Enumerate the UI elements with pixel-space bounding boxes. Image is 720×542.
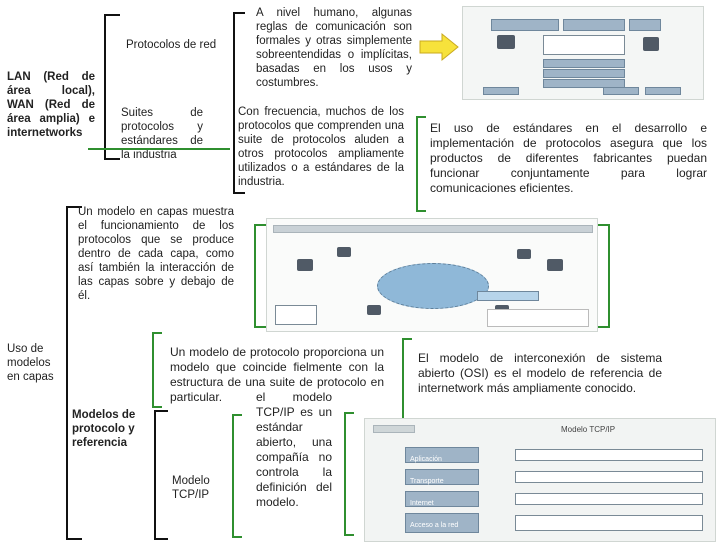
bracket-estandares <box>416 116 426 212</box>
layer-internet: Internet <box>405 491 479 507</box>
protocolos-red-label: Protocolos de red <box>126 39 217 51</box>
layer-transporte: Transporte <box>405 469 479 485</box>
bracket-niveles <box>233 12 245 194</box>
suites-label: Suites de protocolos y estándares de la … <box>121 107 203 161</box>
bracket-tcpip <box>232 414 242 538</box>
bracket-uso-modelos <box>66 206 82 540</box>
bracket-network-right <box>598 224 610 328</box>
osi-text: El modelo de interconexión de sistema ab… <box>418 351 662 395</box>
layer-label: Transporte <box>410 478 444 485</box>
layer-label: Aplicación <box>410 456 442 463</box>
layer-acceso: Acceso a la red <box>405 513 479 533</box>
modelo-protocolo-text: Un modelo de protocolo proporciona un mo… <box>170 345 384 404</box>
bracket-modelo-protocolo <box>152 332 162 408</box>
layer-label: Acceso a la red <box>410 522 459 529</box>
bracket-modelos-ref <box>154 410 168 540</box>
lan-wan-text: LAN (Red de área local), WAN (Red de áre… <box>7 71 95 139</box>
uso-modelos-text: Uso de modelos en capas <box>7 343 54 383</box>
tcpip-desc-text: el modelo TCP/IP es un estándar abierto,… <box>256 390 332 509</box>
connector-line <box>88 148 230 150</box>
bracket-network-left <box>254 224 266 328</box>
protocol-diagram-thumbnail <box>462 6 704 100</box>
modelo-tcpip-label: Modelo TCP/IP <box>172 475 210 501</box>
nivel-humano-text: A nivel humano, algunas reglas de comuni… <box>256 7 412 89</box>
modelo-capas-text: Un modelo en capas muestra el funcionami… <box>78 206 234 302</box>
bracket-tcpip-thumb <box>344 412 354 536</box>
bracket-protocolos <box>104 14 120 160</box>
yellow-arrow-icon <box>419 32 459 62</box>
tcpip-thumb-title: Modelo TCP/IP <box>561 425 616 434</box>
layer-label: Internet <box>410 500 434 507</box>
bracket-osi <box>402 338 412 422</box>
tcpip-model-thumbnail: Modelo TCP/IP Aplicación Transporte Inte… <box>364 418 716 542</box>
network-diagram-thumbnail <box>266 218 598 332</box>
estandares-text: El uso de estándares en el desarrollo e … <box>430 121 707 195</box>
modelos-referencia-label: Modelos de protocolo y referencia <box>72 409 136 449</box>
frecuencia-text: Con frecuencia, muchos de los protocolos… <box>238 106 404 188</box>
layer-aplicacion: Aplicación <box>405 447 479 463</box>
